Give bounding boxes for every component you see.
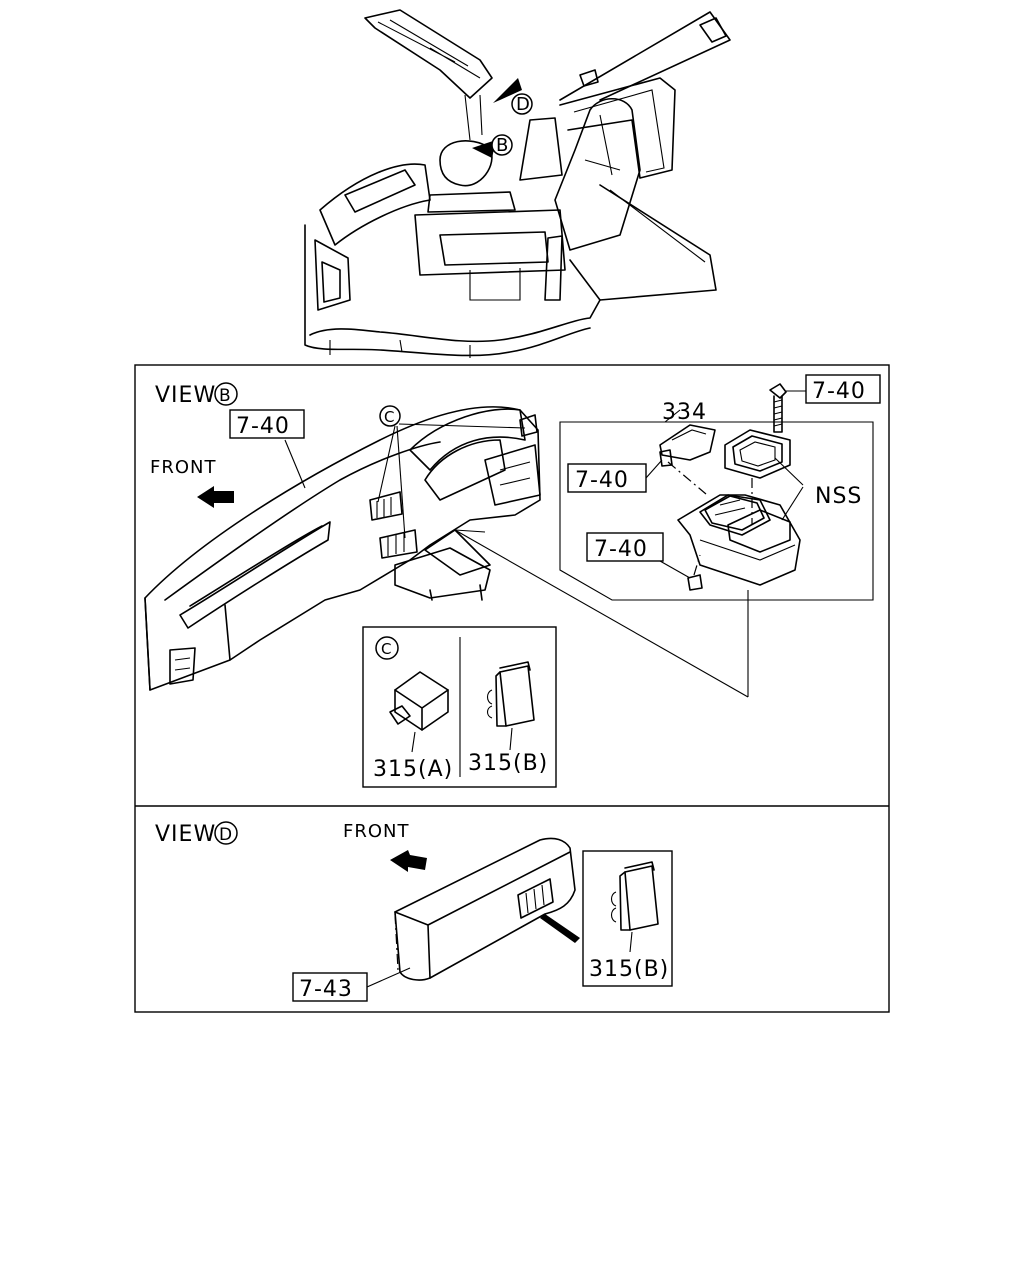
view-b-arrow-letter: B xyxy=(496,135,509,156)
detail-c-letter: C xyxy=(381,640,391,658)
ref-cover-label: 7-40 xyxy=(575,468,629,493)
part-334-label: 334 xyxy=(662,400,707,425)
front-arrow-icon xyxy=(197,486,234,508)
ref-bolt-label: 7-40 xyxy=(812,379,866,404)
part-315b-label: 315(B) xyxy=(468,751,548,776)
view-d-section: VIEW D FRONT 7-43 315(B) xyxy=(155,821,673,1002)
view-b-letter: B xyxy=(219,386,231,406)
nss-label: NSS xyxy=(815,484,862,509)
ref-console-label: 7-40 xyxy=(594,537,648,562)
view-d-title: VIEW xyxy=(155,822,216,847)
front-label-d: FRONT xyxy=(343,821,410,842)
part-315b-d-label: 315(B) xyxy=(589,957,669,982)
ref-box-console xyxy=(586,532,664,562)
ref-d-label: 7-43 xyxy=(299,977,353,1002)
view-b-title: VIEW xyxy=(155,383,216,408)
ref-box-dash xyxy=(229,409,305,439)
part-315a-label: 315(A) xyxy=(373,757,453,782)
ref-box-bolt xyxy=(805,374,881,404)
front-label-b: FRONT xyxy=(150,457,217,478)
ref-dash-label: 7-40 xyxy=(236,414,290,439)
view-b-section: VIEW B 7-40 FRONT C xyxy=(144,374,881,788)
ref-box-cover xyxy=(567,463,647,493)
diagram-frame xyxy=(134,364,890,1013)
cab-interior-overview: D B xyxy=(304,9,731,358)
view-d-arrow-letter: D xyxy=(516,94,531,115)
ref-box-d xyxy=(292,972,368,1002)
view-d-letter: D xyxy=(219,825,232,845)
callout-c-letter: C xyxy=(384,408,394,426)
front-arrow-d-icon xyxy=(390,850,427,872)
console-detail-box xyxy=(559,421,874,601)
